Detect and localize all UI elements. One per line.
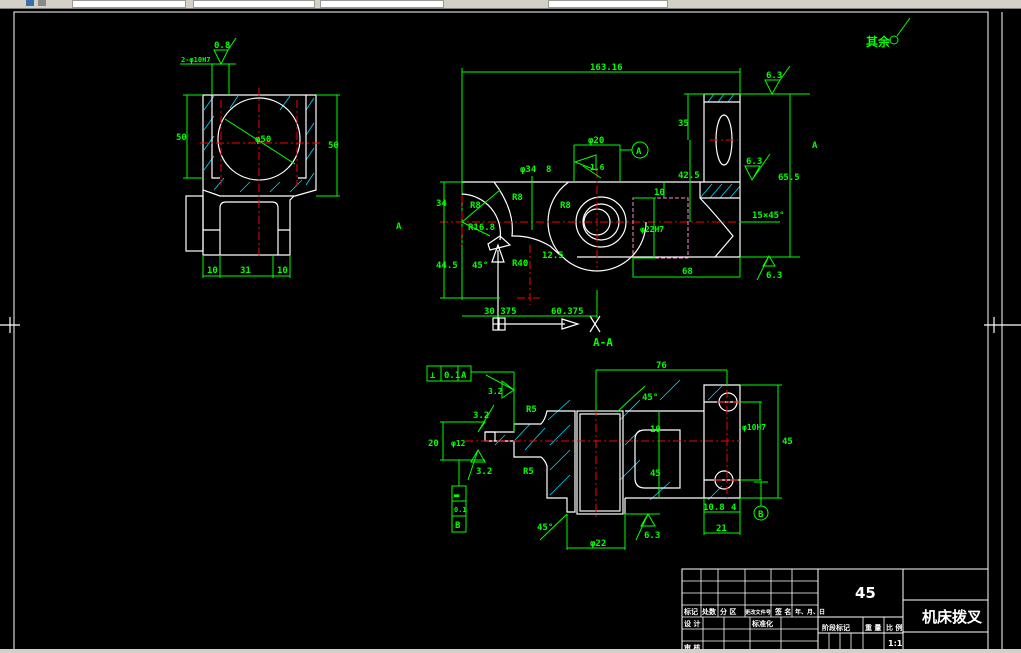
drawing-frame <box>0 11 1021 649</box>
dimension-label: A <box>461 371 467 381</box>
dimension-label: B <box>455 521 461 531</box>
main-view: A-A A A 163.16 6.3 35 42.5 65.5 6.3 6.3 … <box>396 63 818 349</box>
dimension-label: R16.8 <box>468 223 495 233</box>
dimension-label: 其余 <box>866 34 891 49</box>
dimension-label: 50 <box>328 141 339 151</box>
lineweight-dropdown[interactable] <box>548 0 668 8</box>
layer-dropdown[interactable] <box>72 0 186 8</box>
dimension-label: 2-φ10H7 <box>181 56 211 64</box>
dimension-label: R8 <box>560 201 571 211</box>
dimension-label: 45 <box>855 584 876 602</box>
dimension-label: 0.8 <box>214 41 230 51</box>
hatch <box>203 95 315 193</box>
dimension-label: 30.375 <box>484 307 517 317</box>
dimension-label: 10 <box>654 188 665 198</box>
dimension-label: φ34 <box>520 165 537 175</box>
dimension-label: 3.2 <box>488 387 503 396</box>
dimension-label: 35 <box>678 119 689 129</box>
dimension-label: φ20 <box>588 136 604 146</box>
drawing-canvas[interactable]: 其余 φ50 2-φ10H7 0.8 50 50 10 <box>0 9 1021 649</box>
left-view: φ50 2-φ10H7 0.8 50 50 10 31 10 <box>176 37 340 278</box>
dimension-label: φ50 <box>255 135 271 145</box>
dimension-label: 44.5 <box>436 261 458 271</box>
dimension-label: 6.3 <box>766 71 782 81</box>
dimension-label: 20 <box>428 439 439 449</box>
dimension-label: φ12 <box>451 439 466 448</box>
dimension-label: 3.2 <box>473 411 489 421</box>
dimension-label: 45 <box>650 469 661 479</box>
dimension-label: φ10H7 <box>742 423 766 432</box>
dimension-label: 3.2 <box>476 467 492 477</box>
dimension-label: 68 <box>682 267 693 277</box>
dimension-label: 6.3 <box>766 271 782 281</box>
dimension-label: 45° <box>642 393 658 403</box>
dimension-label: 4 <box>731 503 737 513</box>
dimension-label: 42.5 <box>678 171 700 181</box>
layer-icon[interactable] <box>26 0 34 6</box>
dimension-label: 10.8 <box>703 503 725 513</box>
dimension-label: 分 区 <box>720 607 736 616</box>
dimension-label: 更改文件号 <box>745 608 771 616</box>
linetype-dropdown[interactable] <box>320 0 444 8</box>
dimension-label: R5 <box>526 405 537 415</box>
dimension-label: 比 例 <box>886 623 902 632</box>
dimension-label: A <box>636 147 642 157</box>
dimension-label: R8 <box>470 201 481 211</box>
dimension-label: 设 计 <box>684 619 700 628</box>
dimension-label: 年、月、日 <box>795 608 825 616</box>
dimension-label: 45 <box>782 437 793 447</box>
dimension-label: 45° <box>537 523 553 533</box>
dimension-label: R5 <box>523 467 534 477</box>
dimension-label: 163.16 <box>590 63 623 73</box>
dimension-label: 标准化 <box>751 619 773 628</box>
dimension-label: 65.5 <box>778 173 800 183</box>
title-block: 45 机床拨叉 1:1 标记 处数 分 区 更改文件号 签 名 年、月、日 设 … <box>681 568 989 649</box>
section-view: ⊥ 0.1 A 3.2 3.2 3.2 R5 R5 20 φ12 ▬ 0.1 B… <box>426 361 793 550</box>
dimension-label: A <box>812 141 818 151</box>
cad-toolbar <box>0 0 1021 9</box>
dimension-label: 34 <box>436 199 447 209</box>
roughness-note: 其余 <box>866 17 911 49</box>
dimension-label: 60.375 <box>551 307 584 317</box>
dimension-label: 1:1 <box>888 639 903 648</box>
dimension-label: B <box>758 510 764 520</box>
dimension-label: 10 <box>650 425 661 435</box>
dimension-label: R40 <box>512 259 528 269</box>
status-bar <box>0 649 1021 653</box>
dimension-label: φ22 <box>590 539 606 549</box>
dimension-label: 50 <box>176 133 187 143</box>
dimension-label: 1.6 <box>590 163 605 172</box>
dimension-label: 45° <box>472 261 488 271</box>
dimension-label: R8 <box>512 193 523 203</box>
color-dropdown[interactable] <box>193 0 315 8</box>
dimension-label: 重 量 <box>865 623 881 632</box>
dimension-label: 机床拨叉 <box>922 608 983 626</box>
properties-icon[interactable] <box>38 0 46 6</box>
dimension-label: 31 <box>240 266 251 276</box>
dimension-label: 6.3 <box>644 531 660 541</box>
dimension-label: 标记 <box>683 607 698 616</box>
dimension-label: 6.3 <box>746 157 762 167</box>
dimension-label: 处数 <box>701 607 717 616</box>
dimension-label: 审 核 <box>684 643 700 649</box>
dimension-label: φ22H7 <box>640 225 664 234</box>
dimension-label: 8 <box>546 165 551 175</box>
dimension-label: A <box>396 222 402 232</box>
dimension-label: ▬ <box>454 491 460 501</box>
dimension-label: 10 <box>277 266 288 276</box>
dimension-label: 0.1 <box>444 371 460 381</box>
dimension-label: 21 <box>716 524 727 534</box>
dimension-label: 76 <box>656 361 667 371</box>
dimension-label: 10 <box>207 266 218 276</box>
dimension-label: 阶段标记 <box>822 623 850 632</box>
dimension-label: 12.5 <box>542 251 564 261</box>
dimension-label: 签 名 <box>774 607 791 616</box>
dimension-label: A-A <box>593 336 613 349</box>
dimension-label: 0.1 <box>454 506 467 514</box>
dimension-label: 15×45° <box>752 211 785 221</box>
dimension-label: ⊥ <box>430 371 436 381</box>
